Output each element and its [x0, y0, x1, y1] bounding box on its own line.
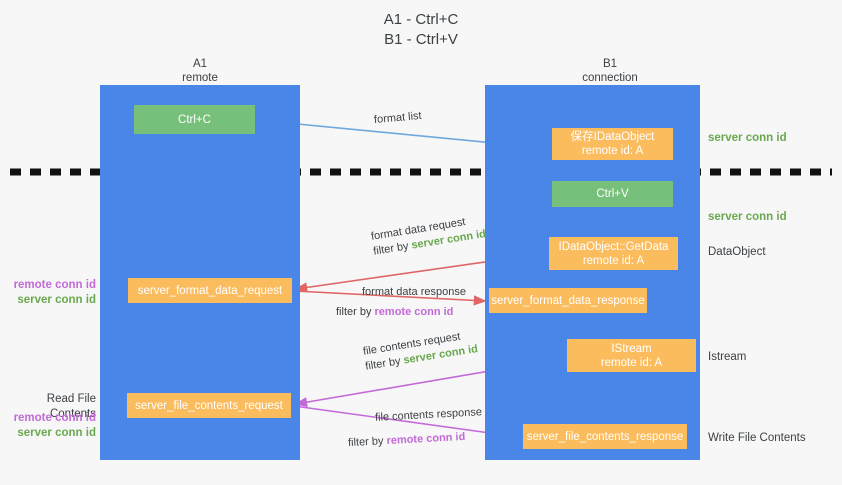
column-b1-sub: connection [582, 72, 638, 84]
label-remote-conn-id-lower: remote conn id [13, 412, 96, 424]
node-istream-title: IStream [611, 342, 652, 355]
node-istream-sub: remote id: A [600, 356, 663, 369]
node-server-format-data-response[interactable]: server_format_data_response [489, 288, 647, 313]
node-server-format-data-response-label: server_format_data_response [491, 294, 645, 307]
edge-label-format-data-response: format data response [362, 286, 466, 298]
filter-remote-conn-id-1: remote conn id [374, 306, 454, 318]
node-server-file-contents-response[interactable]: server_file_contents_response [523, 424, 687, 449]
node-server-format-data-request-label: server_format_data_request [137, 284, 283, 297]
page-title: A1 - Ctrl+C B1 - Ctrl+V [0, 10, 842, 50]
node-ctrl-c[interactable]: Ctrl+C [134, 105, 255, 134]
label-server-conn-id-upper: server conn id [17, 294, 96, 306]
label-server-conn-id-lower: server conn id [17, 427, 96, 439]
label-conn-ids-upper: remote conn id server conn id [8, 278, 96, 308]
title-line-1: A1 - Ctrl+C [383, 11, 459, 28]
node-idataobject[interactable]: 保存IDataObject remote id: A [552, 128, 673, 160]
label-istream: Istream [708, 351, 747, 363]
filter-remote-conn-id-2: remote conn id [386, 430, 466, 448]
node-server-format-data-request[interactable]: server_format_data_request [128, 278, 292, 303]
column-a1-sub: remote [182, 72, 218, 84]
label-server-conn-id-top: server conn id [708, 132, 787, 144]
label-server-conn-id-mid: server conn id [708, 211, 787, 223]
node-idataobject-title: 保存IDataObject [570, 131, 655, 143]
column-header-a1: A1 remote [130, 57, 270, 85]
title-line-2: B1 - Ctrl+V [384, 31, 458, 48]
label-conn-ids-lower: remote conn id server conn id [8, 411, 96, 441]
node-istream[interactable]: IStream remote id: A [567, 339, 696, 372]
label-dataobject: DataObject [708, 246, 766, 258]
node-getdata-title: IDataObject::GetData [558, 240, 669, 253]
filter-by-text-2: filter by [336, 306, 372, 318]
node-getdata-sub: remote id: A [582, 254, 645, 267]
node-idataobject-sub: remote id: A [581, 145, 644, 157]
edge-label-format-data-response-filter: filter by remote conn id [336, 305, 453, 320]
label-remote-conn-id-upper: remote conn id [13, 279, 96, 291]
node-ctrl-v-label: Ctrl+V [596, 188, 629, 200]
label-read-file-contents: Read File Contents [46, 393, 96, 420]
node-server-file-contents-response-label: server_file_contents_response [526, 430, 684, 443]
node-server-file-contents-request[interactable]: server_file_contents_request [127, 393, 291, 418]
node-server-file-contents-request-label: server_file_contents_request [135, 399, 283, 412]
filter-by-text-4: filter by [347, 435, 384, 450]
node-ctrl-c-label: Ctrl+C [178, 113, 211, 126]
arrow-file-contents-response [293, 405, 521, 441]
arrow-format-data-response [294, 290, 487, 306]
label-write-file-contents: Write File Contents [708, 432, 806, 444]
column-a1-name: A1 [192, 58, 208, 70]
column-header-b1: B1 connection [540, 57, 680, 85]
column-b1-name: B1 [602, 58, 618, 70]
node-idataobject-getdata[interactable]: IDataObject::GetData remote id: A [549, 237, 678, 270]
node-ctrl-v[interactable]: Ctrl+V [552, 181, 673, 207]
